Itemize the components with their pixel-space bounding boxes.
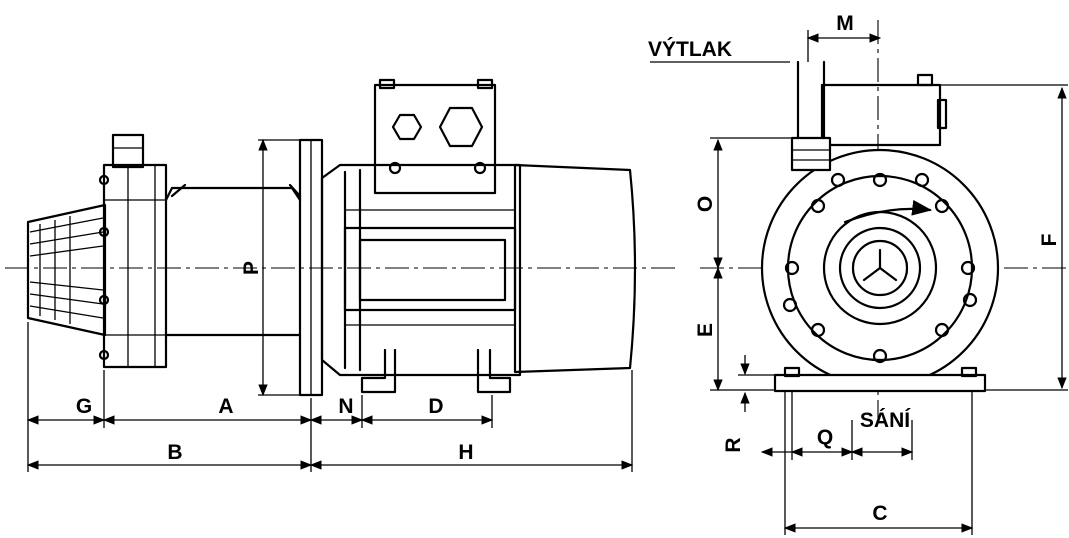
label-c: C [872,502,887,525]
flange-circle [786,174,974,362]
label-f: F [1038,233,1061,246]
label-r: R [722,437,745,452]
discharge-nozzle-side [111,133,145,169]
front-base [773,373,987,393]
label-n: N [338,395,353,418]
flange-bolt-holes [782,172,978,364]
label-d: D [428,395,443,418]
label-g: G [76,395,92,418]
label-b: B [167,441,182,464]
label-suction: SÁNÍ [860,409,911,432]
label-p: P [240,261,263,275]
label-discharge: VÝTLAK [648,37,732,61]
impeller-hub [852,240,908,296]
suction-port-inner [838,226,922,310]
motor-feet [360,348,512,394]
label-a: A [218,395,233,418]
side-view: P G A N D B H [5,78,680,472]
pump-casing [98,133,168,369]
label-h: H [458,441,473,464]
front-view: M VÝTLAK O E F R Q SÁNÍ C [648,12,1069,535]
rotation-arrow [843,199,932,224]
terminal-box [373,78,497,195]
suction-cone [26,203,107,337]
label-o: O [694,196,717,212]
label-m: M [836,12,854,35]
discharge-nozzle [790,60,832,172]
terminal-box-front [820,83,942,147]
label-e: E [694,323,717,337]
lantern-adapter [164,183,302,337]
label-q: Q [817,426,833,449]
motor-body [320,163,637,377]
